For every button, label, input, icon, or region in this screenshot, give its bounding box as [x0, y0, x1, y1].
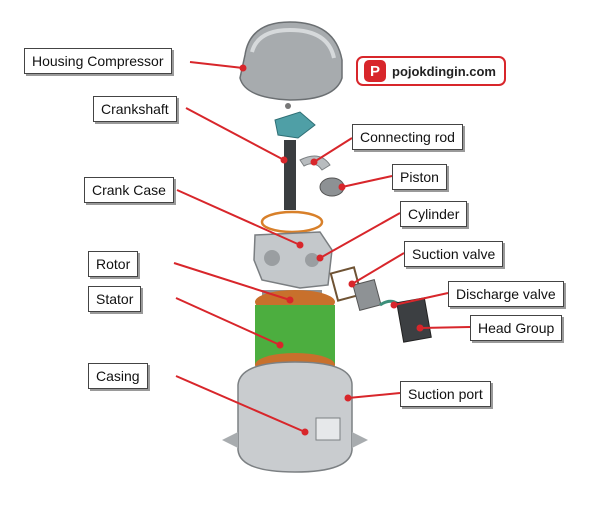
leader-crank-case: [176, 189, 301, 246]
leader-cylinder: [319, 212, 401, 259]
crank-case-part: [253, 210, 333, 289]
leader-connecting-rod: [313, 137, 353, 163]
leader-suction-port: [347, 392, 401, 399]
leader-casing: [175, 375, 306, 433]
leader-housing: [189, 61, 244, 69]
logo-icon: P: [364, 60, 386, 82]
leader-crankshaft: [185, 107, 285, 161]
label-crankshaft: Crankshaft: [93, 96, 177, 122]
head-group-part: [396, 297, 432, 343]
leader-lines: [173, 61, 471, 436]
leader-discharge-valve: [393, 292, 449, 306]
label-stator: Stator: [88, 286, 142, 312]
label-suction-valve: Suction valve: [404, 241, 504, 267]
leader-piston: [341, 175, 393, 188]
brand-badge: P pojokdingin.com: [356, 56, 506, 86]
label-connecting-rod: Connecting rod: [352, 124, 463, 150]
label-suction-port: Suction port: [400, 381, 491, 407]
casing-part: [222, 361, 368, 473]
label-piston: Piston: [392, 164, 447, 190]
crankshaft-part: [274, 103, 316, 210]
label-crank-case: Crank Case: [84, 177, 174, 203]
suction-valve-part: [329, 266, 382, 312]
leader-suction-valve: [351, 252, 405, 285]
label-rotor: Rotor: [88, 251, 139, 277]
label-discharge-valve: Discharge valve: [448, 281, 564, 307]
leader-head-group: [419, 326, 471, 329]
label-head-group: Head Group: [470, 315, 563, 341]
label-housing-compressor: Housing Compressor: [24, 48, 172, 74]
label-casing: Casing: [88, 363, 148, 389]
leader-rotor: [173, 262, 291, 301]
leader-stator: [175, 297, 281, 346]
label-cylinder: Cylinder: [400, 201, 468, 227]
brand-text: pojokdingin.com: [392, 63, 496, 79]
housing-compressor-part: [239, 21, 343, 101]
